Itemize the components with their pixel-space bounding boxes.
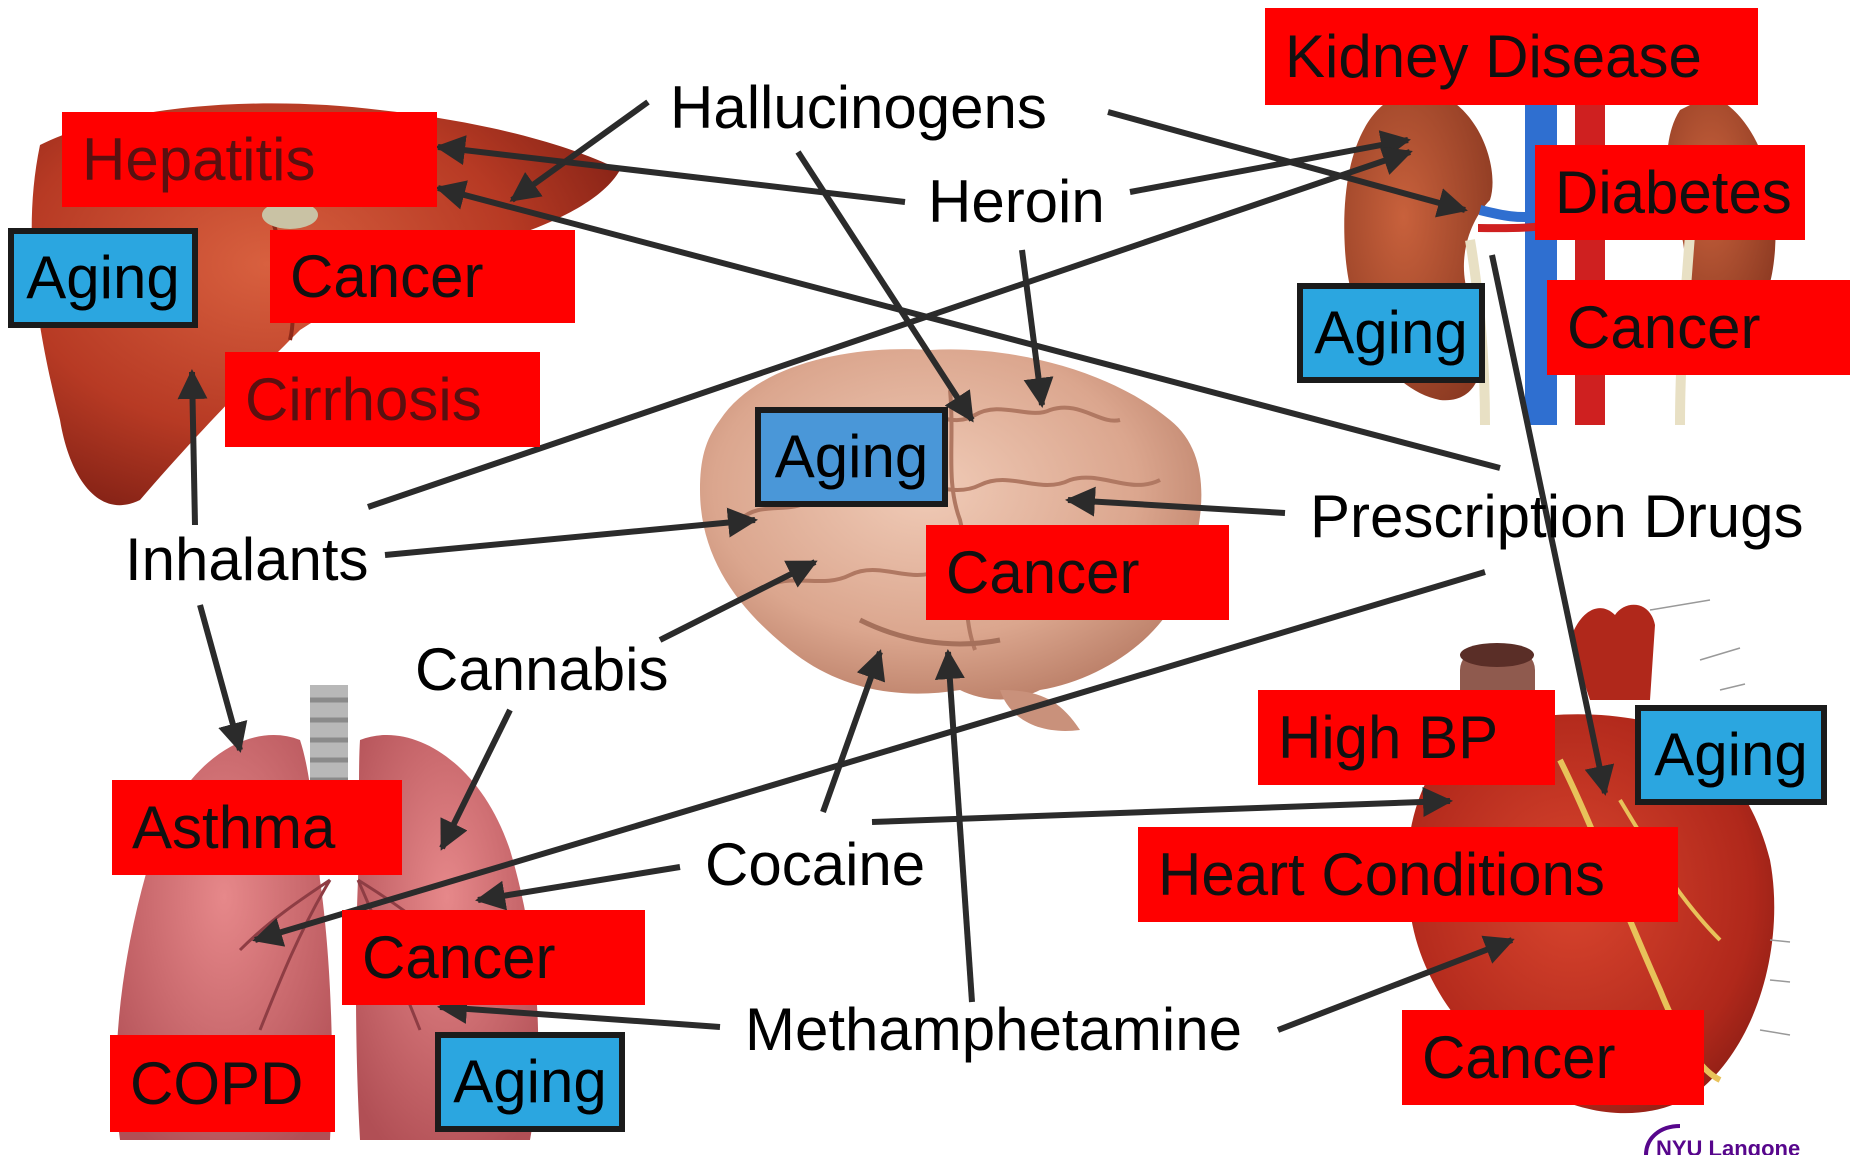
lungs-asthma-label: Asthma [112, 780, 402, 875]
heart-aging-label: Aging [1635, 705, 1827, 805]
brain-aging-label: Aging [755, 407, 948, 507]
drug-prescription: Prescription Drugs [1310, 487, 1804, 547]
heart-cancer-label: Cancer [1402, 1010, 1704, 1105]
liver-hepatitis-label: Hepatitis [62, 112, 437, 207]
lungs-copd-label: COPD [110, 1035, 335, 1132]
drug-cocaine: Cocaine [705, 835, 925, 895]
drug-cannabis: Cannabis [415, 640, 669, 700]
drug-methamphetamine: Methamphetamine [745, 1000, 1242, 1060]
drug-hallucinogens: Hallucinogens [670, 78, 1047, 138]
kidney-diabetes-label: Diabetes [1535, 145, 1805, 240]
liver-aging-label: Aging [8, 228, 198, 328]
kidney-aging-label: Aging [1297, 283, 1485, 383]
lungs-cancer-label: Cancer [342, 910, 645, 1005]
brain-cancer-label: Cancer [926, 525, 1229, 620]
liver-cirrhosis-label: Cirrhosis [225, 352, 540, 447]
lungs-aging-label: Aging [435, 1032, 625, 1132]
heart-high-bp-label: High BP [1258, 690, 1555, 785]
logo-text: NYU Langone [1656, 1136, 1800, 1155]
nyu-langone-logo: NYU Langone [1640, 1118, 1820, 1155]
kidney-cancer-label: Cancer [1547, 280, 1850, 375]
kidney-disease-label: Kidney Disease [1265, 8, 1758, 105]
drug-heroin: Heroin [928, 172, 1105, 232]
heart-conditions-label: Heart Conditions [1138, 827, 1678, 922]
liver-cancer-label: Cancer [270, 230, 575, 323]
drug-inhalants: Inhalants [125, 530, 369, 590]
